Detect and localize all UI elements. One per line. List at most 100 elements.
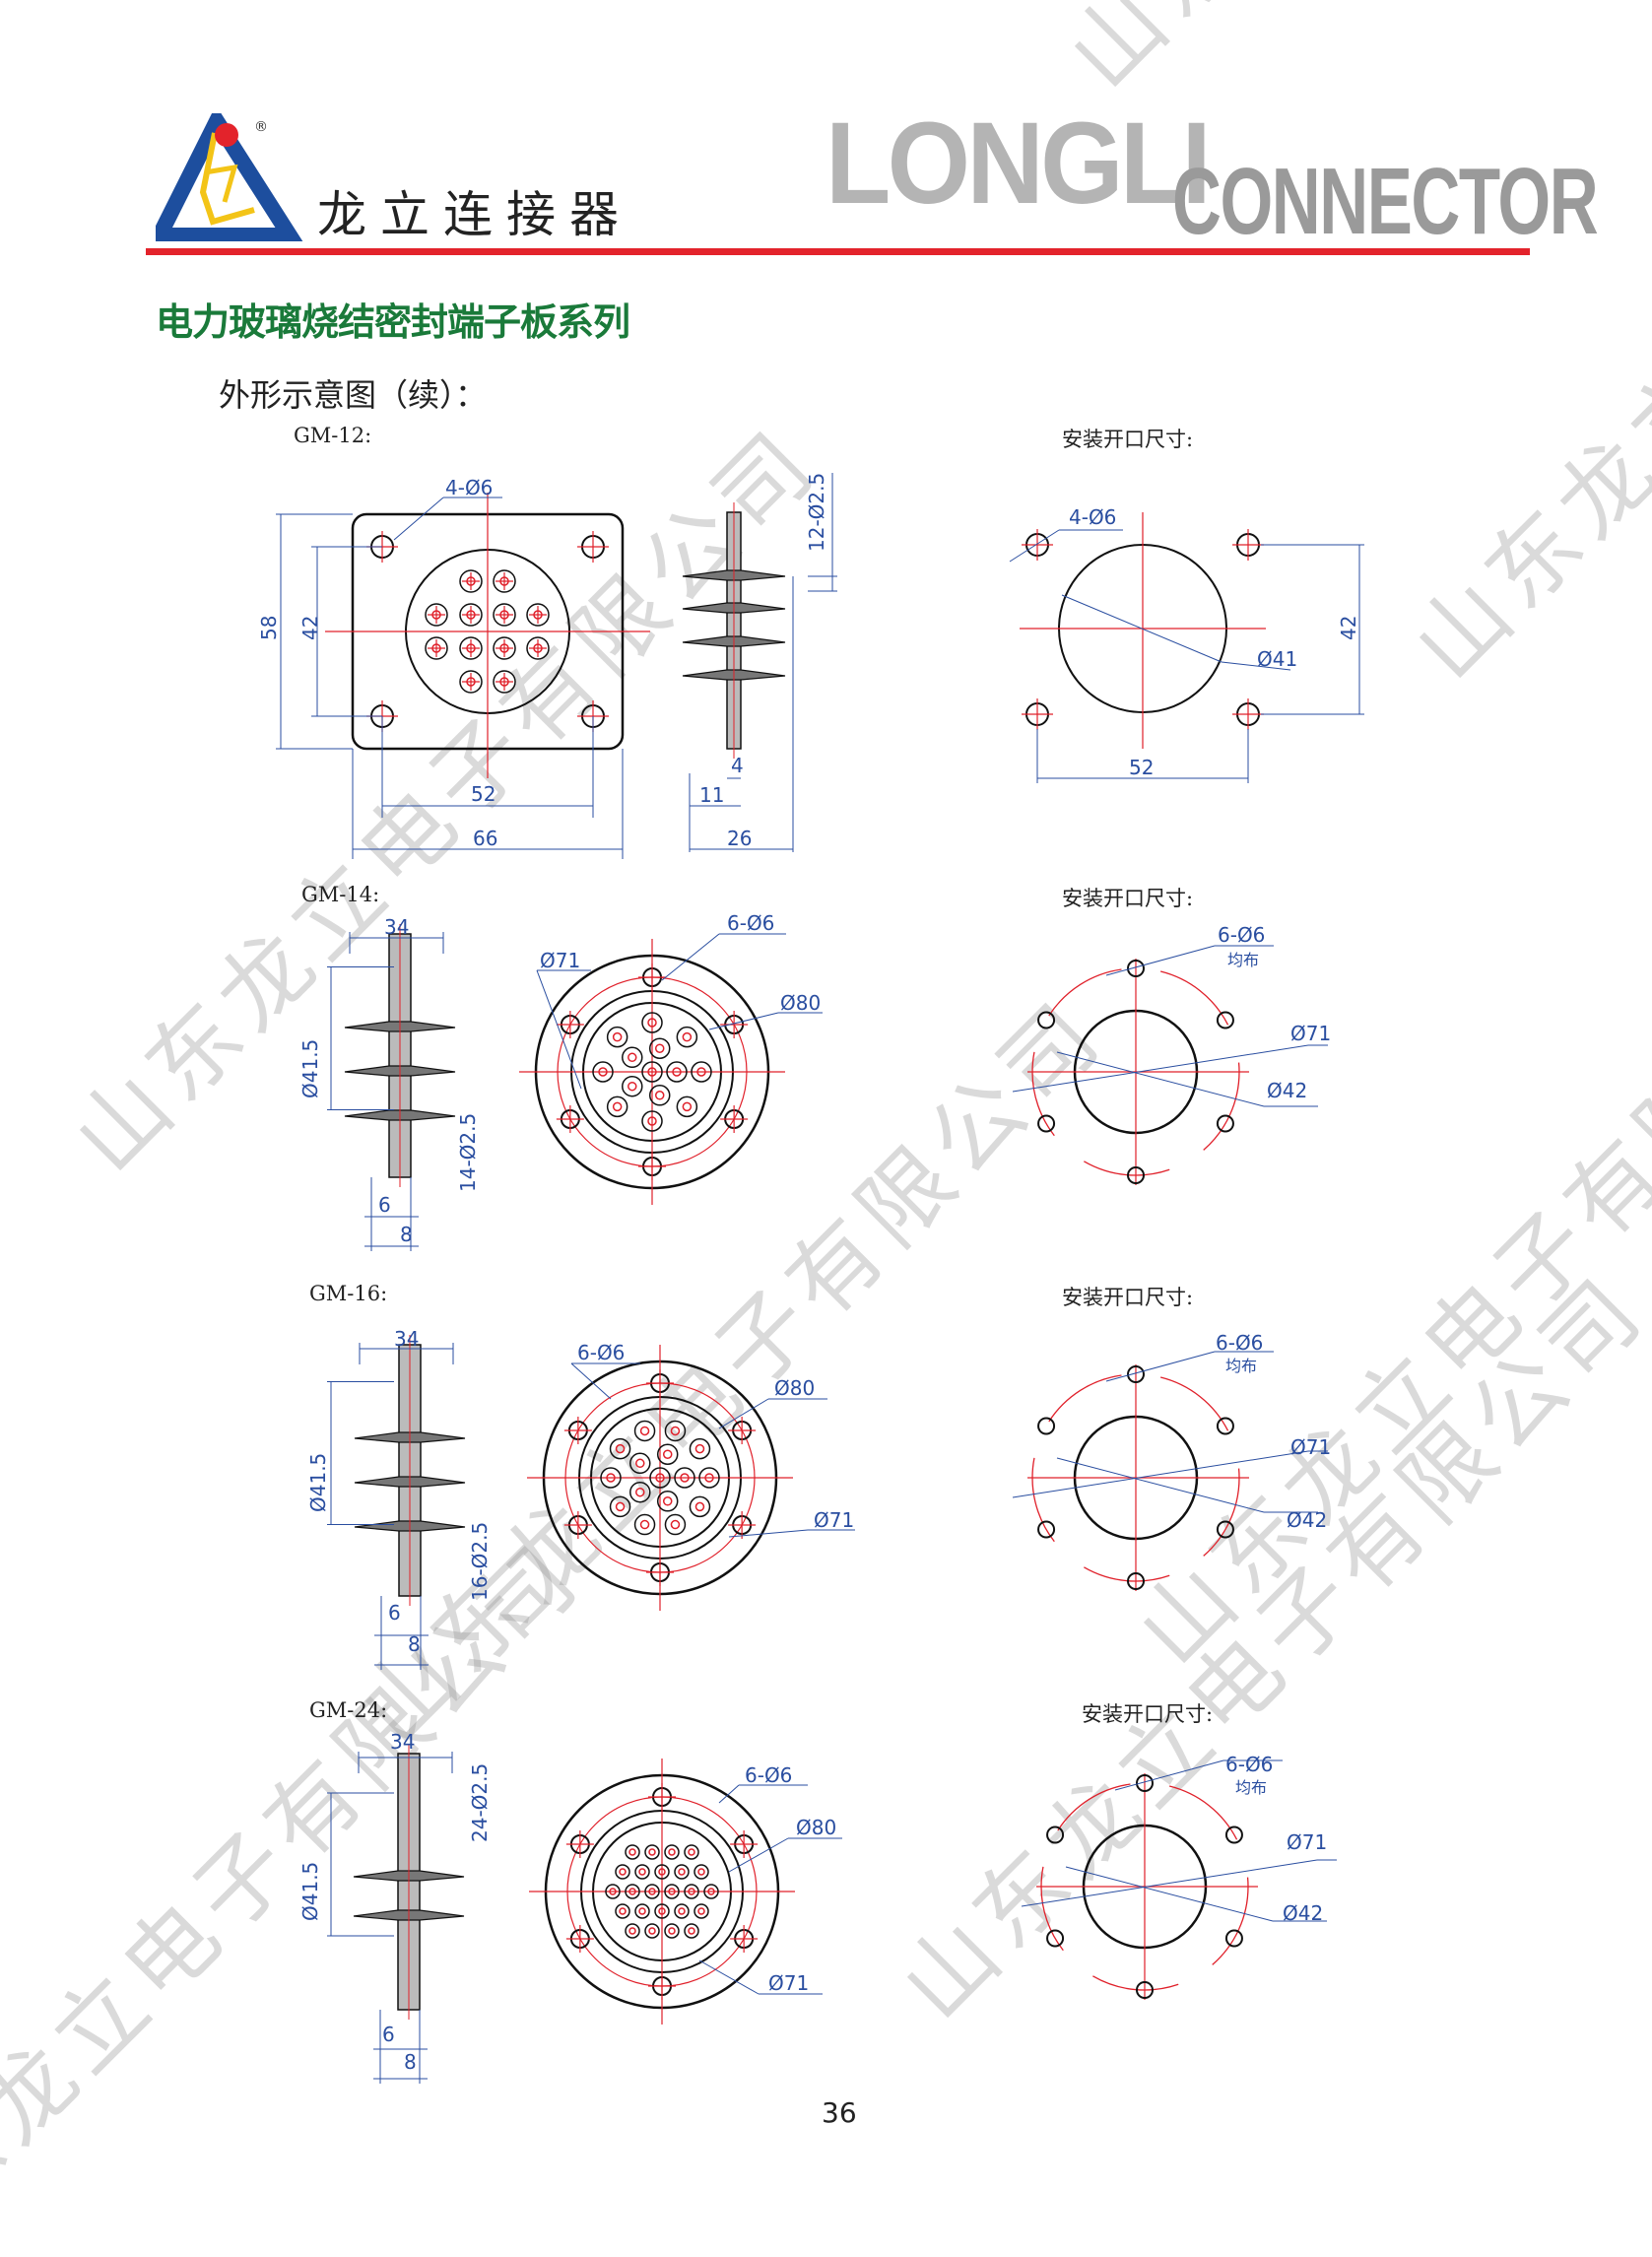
pin xyxy=(644,1923,660,1939)
pin xyxy=(641,1012,663,1033)
pin xyxy=(689,1437,711,1460)
pin xyxy=(654,1903,670,1919)
pin xyxy=(493,670,516,694)
pin-core xyxy=(654,1091,665,1100)
dim-label: Ø42 xyxy=(1267,1079,1307,1102)
model-label-gm12: GM-12: xyxy=(294,424,372,447)
cutout-label-gm16: 安装开口尺寸: xyxy=(1062,1286,1194,1309)
dim-label: 12-Ø2.5 xyxy=(805,473,828,552)
pin xyxy=(425,603,448,627)
pin xyxy=(648,1037,671,1059)
dim-label: 4-Ø6 xyxy=(445,476,493,499)
leader-line xyxy=(536,969,582,1090)
cutout-label-gm12: 安装开口尺寸: xyxy=(1062,428,1194,451)
dim-label: Ø71 xyxy=(1287,1830,1327,1854)
pin-core xyxy=(628,1848,636,1856)
dim-label: Ø41 xyxy=(1257,647,1297,671)
pin-core xyxy=(609,1888,617,1895)
dim-label: Ø80 xyxy=(774,1376,815,1400)
pin-core xyxy=(682,1031,693,1042)
leader-line xyxy=(698,1959,760,1995)
pin xyxy=(592,1061,614,1083)
mounting-hole xyxy=(1046,1929,1065,1948)
pin-core xyxy=(670,1426,681,1436)
pin-core xyxy=(704,1473,714,1483)
mounting-hole xyxy=(1136,1774,1154,1792)
pin xyxy=(641,1061,663,1083)
pin-core xyxy=(655,1473,665,1483)
dim-label: 8 xyxy=(404,2050,417,2074)
leader-line xyxy=(1021,1859,1318,1907)
pin xyxy=(684,1884,699,1899)
pin-core xyxy=(658,1868,666,1876)
company-logo: ® xyxy=(156,113,303,241)
leader-line xyxy=(1221,661,1291,671)
pin xyxy=(664,1923,680,1939)
pin xyxy=(664,1420,687,1442)
leader-line xyxy=(718,1398,769,1429)
leader-line xyxy=(1056,1051,1265,1107)
dim-label: 66 xyxy=(473,827,497,850)
mounting-hole xyxy=(1216,1417,1234,1435)
pin xyxy=(656,1491,679,1512)
pin-core xyxy=(628,1888,636,1895)
pin xyxy=(526,603,550,627)
dim-label: 6 xyxy=(382,2023,395,2046)
dim-label: Ø41.5 xyxy=(306,1453,330,1512)
section-subtitle: 外形示意图（续）： xyxy=(219,376,488,414)
leader-line xyxy=(1105,945,1216,976)
page-number: 36 xyxy=(822,2096,857,2129)
pin xyxy=(622,1046,643,1069)
pin xyxy=(648,1085,671,1106)
dim-label: Ø71 xyxy=(814,1508,854,1532)
pin-core xyxy=(668,1888,676,1895)
pin-core xyxy=(639,1426,650,1436)
dim-label: 11 xyxy=(699,783,724,807)
pin xyxy=(459,569,483,593)
pin xyxy=(606,1095,628,1118)
mounting-hole xyxy=(1037,1114,1056,1133)
dim-label: 均布 xyxy=(1235,1778,1267,1797)
pin-core xyxy=(694,1443,705,1454)
dim-label: Ø42 xyxy=(1283,1901,1323,1925)
pin xyxy=(641,1110,663,1132)
pin xyxy=(664,1844,680,1860)
mounting-hole xyxy=(1216,1114,1234,1133)
pin xyxy=(625,1844,640,1860)
mounting-hole xyxy=(1216,1011,1234,1029)
series-title: 电力玻璃烧结密封端子板系列 xyxy=(156,300,630,344)
pin xyxy=(606,1026,628,1048)
pin-core xyxy=(658,1907,666,1915)
dim-label: Ø71 xyxy=(540,949,580,972)
pin xyxy=(644,1844,660,1860)
pin-core xyxy=(638,1907,646,1915)
pin xyxy=(674,1467,695,1489)
pin xyxy=(425,636,448,660)
mounting-hole xyxy=(1046,1826,1065,1844)
pin xyxy=(493,569,516,593)
pin xyxy=(629,1452,651,1475)
mounting-hole xyxy=(1037,1520,1056,1539)
pin xyxy=(676,1026,698,1048)
pin-core xyxy=(672,1067,682,1077)
brand-name-longli: LONGLI xyxy=(826,99,1212,229)
pin-core xyxy=(598,1067,608,1077)
pin xyxy=(689,1495,711,1518)
dim-label: 6 xyxy=(378,1193,391,1217)
pin-core xyxy=(635,1458,645,1469)
mounting-hole xyxy=(1037,1011,1056,1029)
pin xyxy=(666,1061,688,1083)
pin-core xyxy=(648,1927,656,1935)
pin-core xyxy=(707,1888,715,1895)
dim-label: 52 xyxy=(1129,756,1154,779)
dim-label: Ø41.5 xyxy=(298,1862,322,1921)
pin-core xyxy=(648,1848,656,1856)
leader-line xyxy=(708,1012,779,1030)
dim-label: 34 xyxy=(384,915,409,939)
dim-label: 6-Ø6 xyxy=(745,1763,792,1787)
pin-core xyxy=(628,1081,637,1092)
dim-label: 58 xyxy=(257,616,281,640)
pin xyxy=(656,1443,679,1465)
pin xyxy=(644,1884,660,1899)
model-label-gm24: GM-24: xyxy=(309,1698,388,1722)
